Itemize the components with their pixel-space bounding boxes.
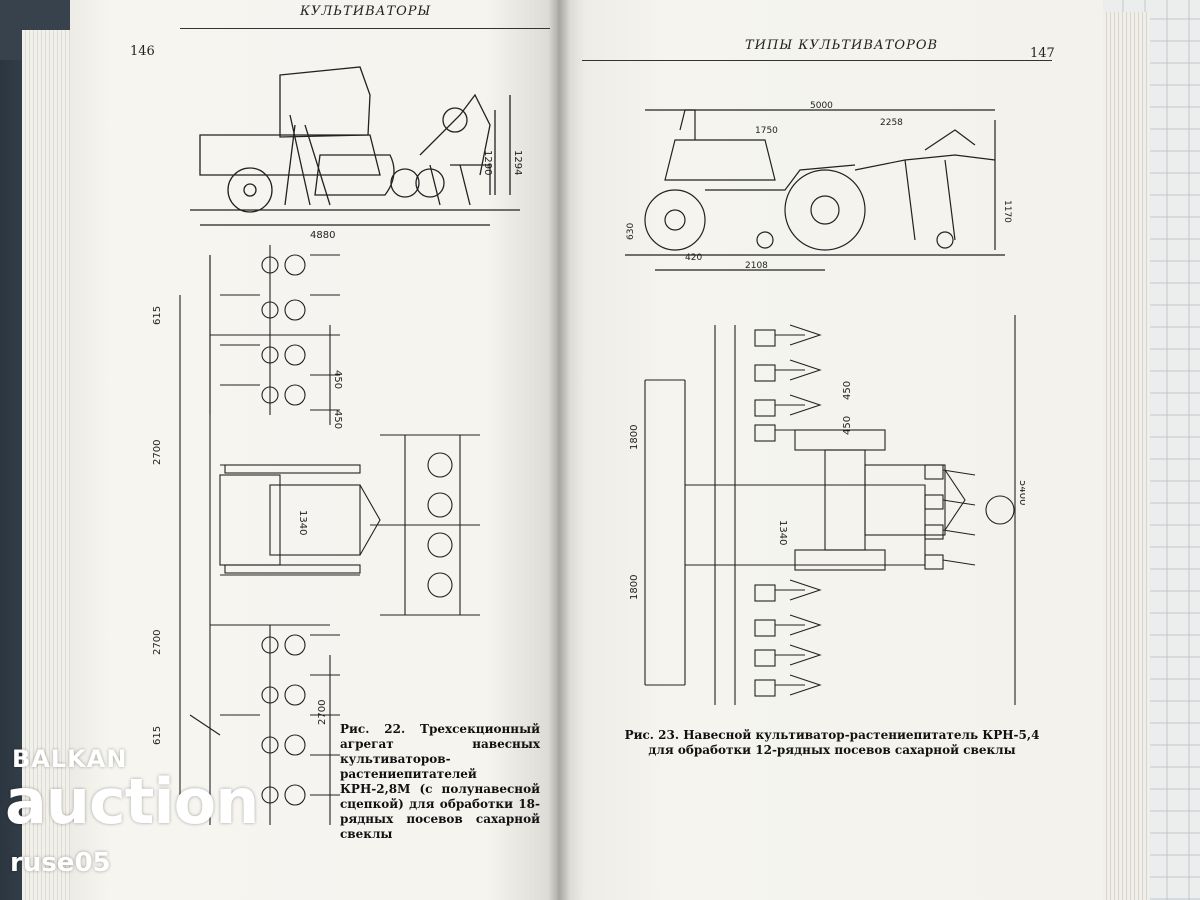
right-cultivator-top-view: 1800 1340 1800 5400 450 450	[629, 315, 1025, 705]
dim-615-top: 615	[152, 306, 163, 325]
dim-1340-right: 1340	[777, 520, 788, 545]
right-page-number: 147	[1030, 46, 1055, 61]
dim-2700-right: 2700	[317, 700, 328, 725]
dim-2258: 2258	[880, 118, 903, 128]
right-figure-caption: Рис. 23. Навесной культиватор-растениепи…	[624, 728, 1040, 757]
dim-1170: 1170	[1002, 200, 1012, 223]
dim-615-bottom: 615	[152, 726, 163, 745]
left-aggregate-top-view: 615 450 450 2700 1340 2700 2700 615	[152, 245, 480, 825]
right-header-rule	[582, 60, 1052, 61]
dim-1800-top: 1800	[629, 425, 640, 450]
dim-1750: 1750	[755, 126, 778, 136]
watermark-seller: ruse05	[10, 848, 111, 878]
book-gutter	[548, 0, 570, 900]
dim-630: 630	[626, 223, 636, 240]
dim-450-r1: 450	[842, 381, 853, 400]
watermark-name: auction	[5, 765, 259, 838]
left-running-head: КУЛЬТИВАТОРЫ	[300, 4, 432, 19]
left-figure-caption: Рис. 22. Трехсекционный агрегат навесных…	[340, 722, 540, 841]
dim-5000: 5000	[810, 101, 833, 111]
left-tractor-side-view: 4880 1290 1294	[190, 66, 523, 241]
dim-450-b: 450	[332, 410, 343, 429]
page-stack-right	[1095, 12, 1150, 900]
left-header-rule	[180, 28, 550, 29]
right-tractor-side-view: 5000 1750 2258 630 2108 420 1170	[625, 101, 1012, 271]
dim-2700-bottom: 2700	[152, 630, 163, 655]
dim-2108: 2108	[745, 261, 768, 271]
dim-2700-top: 2700	[152, 440, 163, 465]
dim-1800-bottom: 1800	[629, 575, 640, 600]
dim-1290: 1290	[482, 150, 493, 175]
dim-450-a: 450	[332, 370, 343, 389]
dim-420: 420	[685, 253, 702, 263]
dim-4880: 4880	[310, 230, 335, 241]
left-page-number: 146	[130, 44, 155, 59]
dim-450-r2: 450	[842, 416, 853, 435]
dim-1294: 1294	[512, 150, 523, 175]
dim-5400: 5400	[1017, 480, 1025, 505]
left-page	[70, 0, 560, 900]
watermark-brand: BALKAN	[12, 745, 128, 773]
dim-1340: 1340	[297, 510, 308, 535]
right-running-head: ТИПЫ КУЛЬТИВАТОРОВ	[745, 38, 939, 53]
